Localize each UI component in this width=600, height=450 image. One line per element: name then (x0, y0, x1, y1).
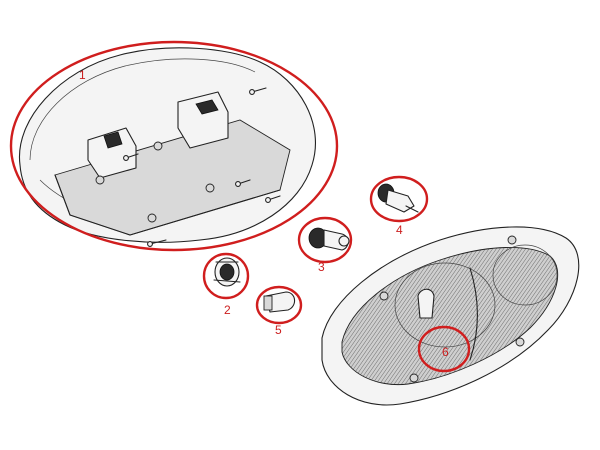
callout-label-3: 3 (318, 260, 325, 274)
callout-ring-2 (202, 252, 250, 300)
bulb-part-4 (377, 183, 419, 213)
bulb-part-3 (308, 227, 350, 251)
lens-cover-part (18, 47, 316, 247)
reflector-housing-part-6 (321, 226, 580, 406)
callout-label-4: 4 (396, 223, 403, 237)
callout-label-6: 6 (442, 345, 449, 359)
callout-label-2: 2 (224, 303, 231, 317)
callout-ring-5 (255, 285, 303, 325)
callout-ring-4 (369, 175, 429, 223)
callout-ring-6 (417, 325, 471, 373)
callout-ring-1 (9, 40, 339, 252)
callout-label-1: 1 (79, 68, 86, 82)
bulb-socket-part-2 (213, 257, 241, 287)
bulb-part-5 (263, 291, 296, 313)
callout-ring-3 (297, 216, 353, 264)
callout-label-5: 5 (275, 323, 282, 337)
